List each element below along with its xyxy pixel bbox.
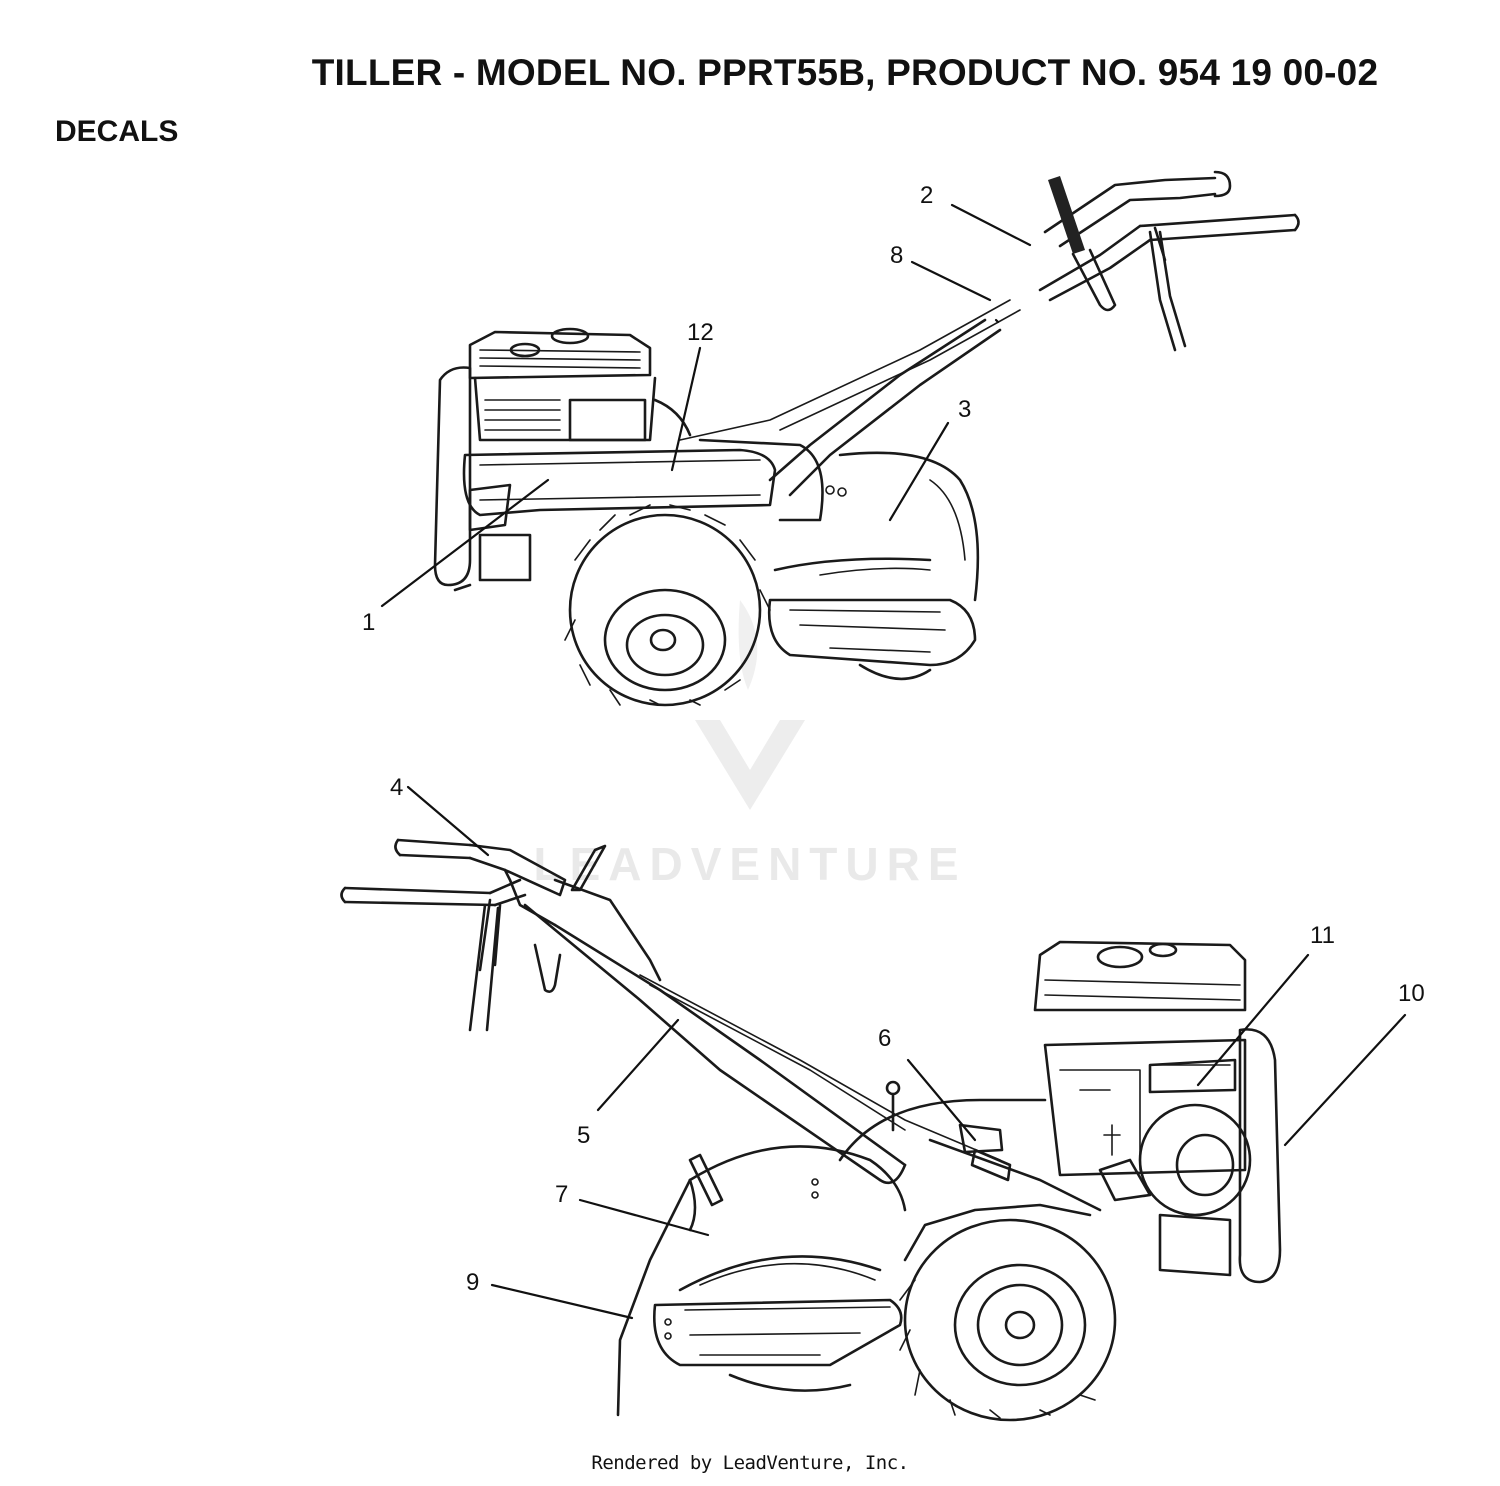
watermark-text: LEADVENTURE bbox=[533, 838, 966, 890]
callout-4: 4 bbox=[390, 774, 403, 801]
callout-7: 7 bbox=[555, 1181, 568, 1208]
callout-12: 12 bbox=[687, 319, 714, 346]
section-title: DECALS bbox=[55, 115, 179, 148]
callout-10: 10 bbox=[1398, 980, 1425, 1007]
callout-1: 1 bbox=[362, 609, 375, 636]
watermark-logo bbox=[695, 600, 805, 810]
callout-2: 2 bbox=[920, 182, 933, 209]
callout-3: 3 bbox=[958, 396, 971, 423]
top-tiller-drawing bbox=[433, 170, 1300, 707]
page-title: TILLER - MODEL NO. PPRT55B, PRODUCT NO. … bbox=[311, 52, 1379, 93]
leader-lines bbox=[380, 203, 1407, 1320]
bottom-tiller-drawing bbox=[340, 838, 1282, 1422]
callout-6: 6 bbox=[878, 1025, 891, 1052]
callout-5: 5 bbox=[577, 1122, 590, 1149]
footer-credit: Rendered by LeadVenture, Inc. bbox=[591, 1452, 909, 1474]
callout-labels: 1 2 3 4 5 6 7 8 9 10 11 12 bbox=[362, 182, 1425, 1296]
callout-9: 9 bbox=[466, 1269, 479, 1296]
callout-8: 8 bbox=[890, 242, 903, 269]
callout-11: 11 bbox=[1310, 922, 1335, 949]
